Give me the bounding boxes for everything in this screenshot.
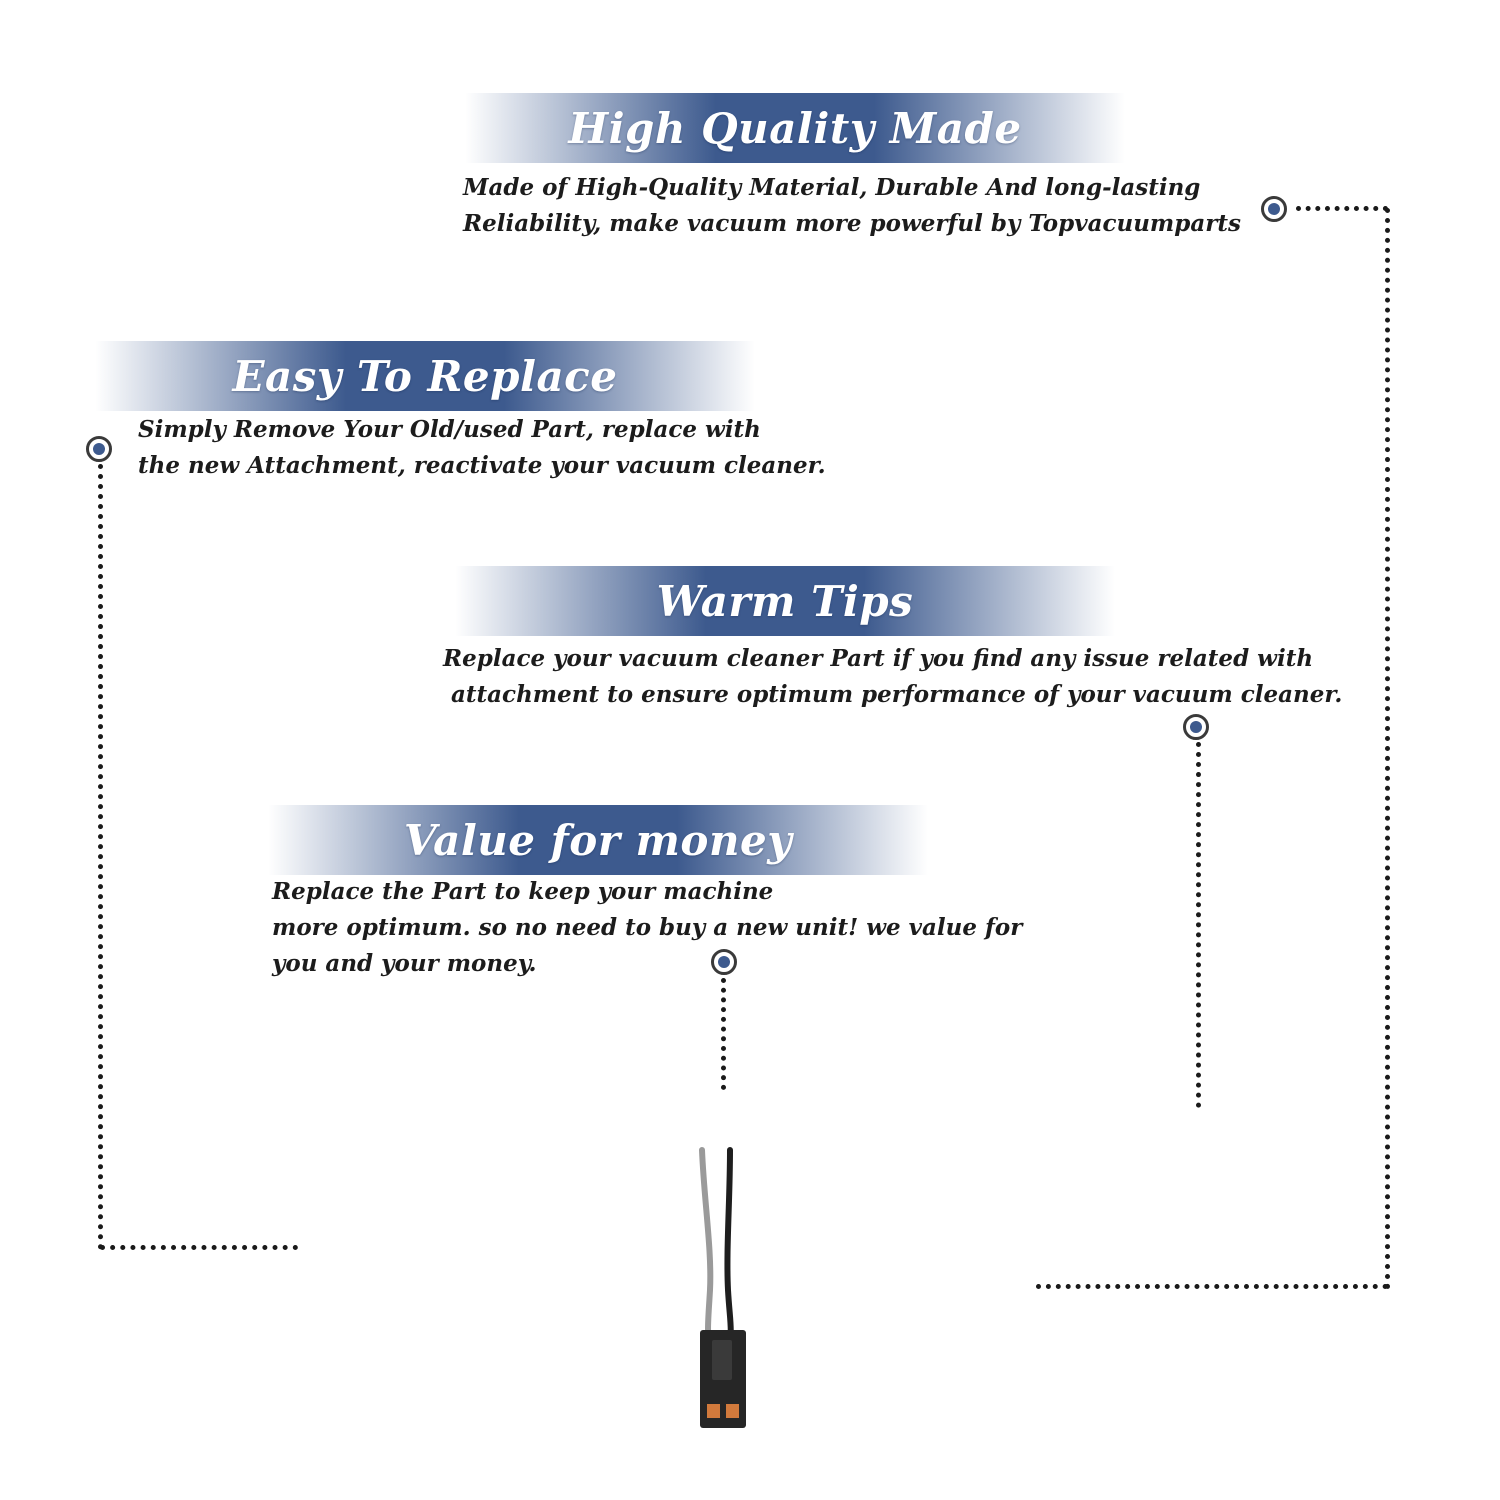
connector-latch: [712, 1340, 732, 1380]
description-value-money: Replace the Part to keep your machine mo…: [272, 874, 1022, 982]
bullet-high-quality-icon: [1261, 196, 1287, 222]
banner-title: Value for money: [403, 815, 793, 865]
banner-high-quality: High Quality Made: [465, 93, 1125, 163]
terminal-right: [726, 1404, 739, 1418]
description-line: more optimum. so no need to buy a new un…: [272, 914, 1023, 941]
description-high-quality: Made of High-Quality Material, Durable A…: [463, 170, 1241, 242]
connector-dotted-line: [100, 1245, 298, 1255]
connector-dotted-line: [1296, 206, 1388, 216]
banner-value-money: Value for money: [268, 805, 928, 875]
bullet-easy-replace-icon: [86, 436, 112, 462]
description-line: the new Attachment, reactivate your vacu…: [138, 452, 826, 479]
banner-title: High Quality Made: [568, 103, 1022, 153]
description-line: Reliability, make vacuum more powerful b…: [463, 210, 1241, 237]
banner-title: Easy To Replace: [232, 351, 618, 401]
description-line: you and your money.: [272, 950, 537, 977]
black-wire: [723, 1147, 734, 1353]
connector-dotted-line: [1385, 208, 1395, 1290]
description-easy-replace: Simply Remove Your Old/used Part, replac…: [138, 412, 826, 484]
bullet-value-money-icon: [711, 949, 737, 975]
description-line: Replace your vacuum cleaner Part if you …: [443, 645, 1314, 672]
banner-easy-replace: Easy To Replace: [95, 341, 755, 411]
description-line: Simply Remove Your Old/used Part, replac…: [138, 416, 761, 443]
description-warm-tips: Replace your vacuum cleaner Part if you …: [443, 641, 1342, 713]
description-line: Made of High-Quality Material, Durable A…: [463, 174, 1201, 201]
banner-warm-tips: Warm Tips: [455, 566, 1115, 636]
grey-wire: [699, 1147, 715, 1353]
connector-dotted-line: [98, 464, 108, 1250]
banner-title: Warm Tips: [656, 576, 914, 626]
bullet-warm-tips-icon: [1183, 714, 1209, 740]
connector-dotted-line: [1196, 742, 1206, 1108]
wire-harness-connector-icon: [699, 1147, 746, 1428]
terminal-left: [707, 1404, 720, 1418]
connector-dotted-line: [1036, 1284, 1388, 1294]
description-line: attachment to ensure optimum performance…: [443, 681, 1343, 708]
connector-dotted-line: [721, 978, 731, 1090]
description-line: Replace the Part to keep your machine: [272, 878, 774, 905]
